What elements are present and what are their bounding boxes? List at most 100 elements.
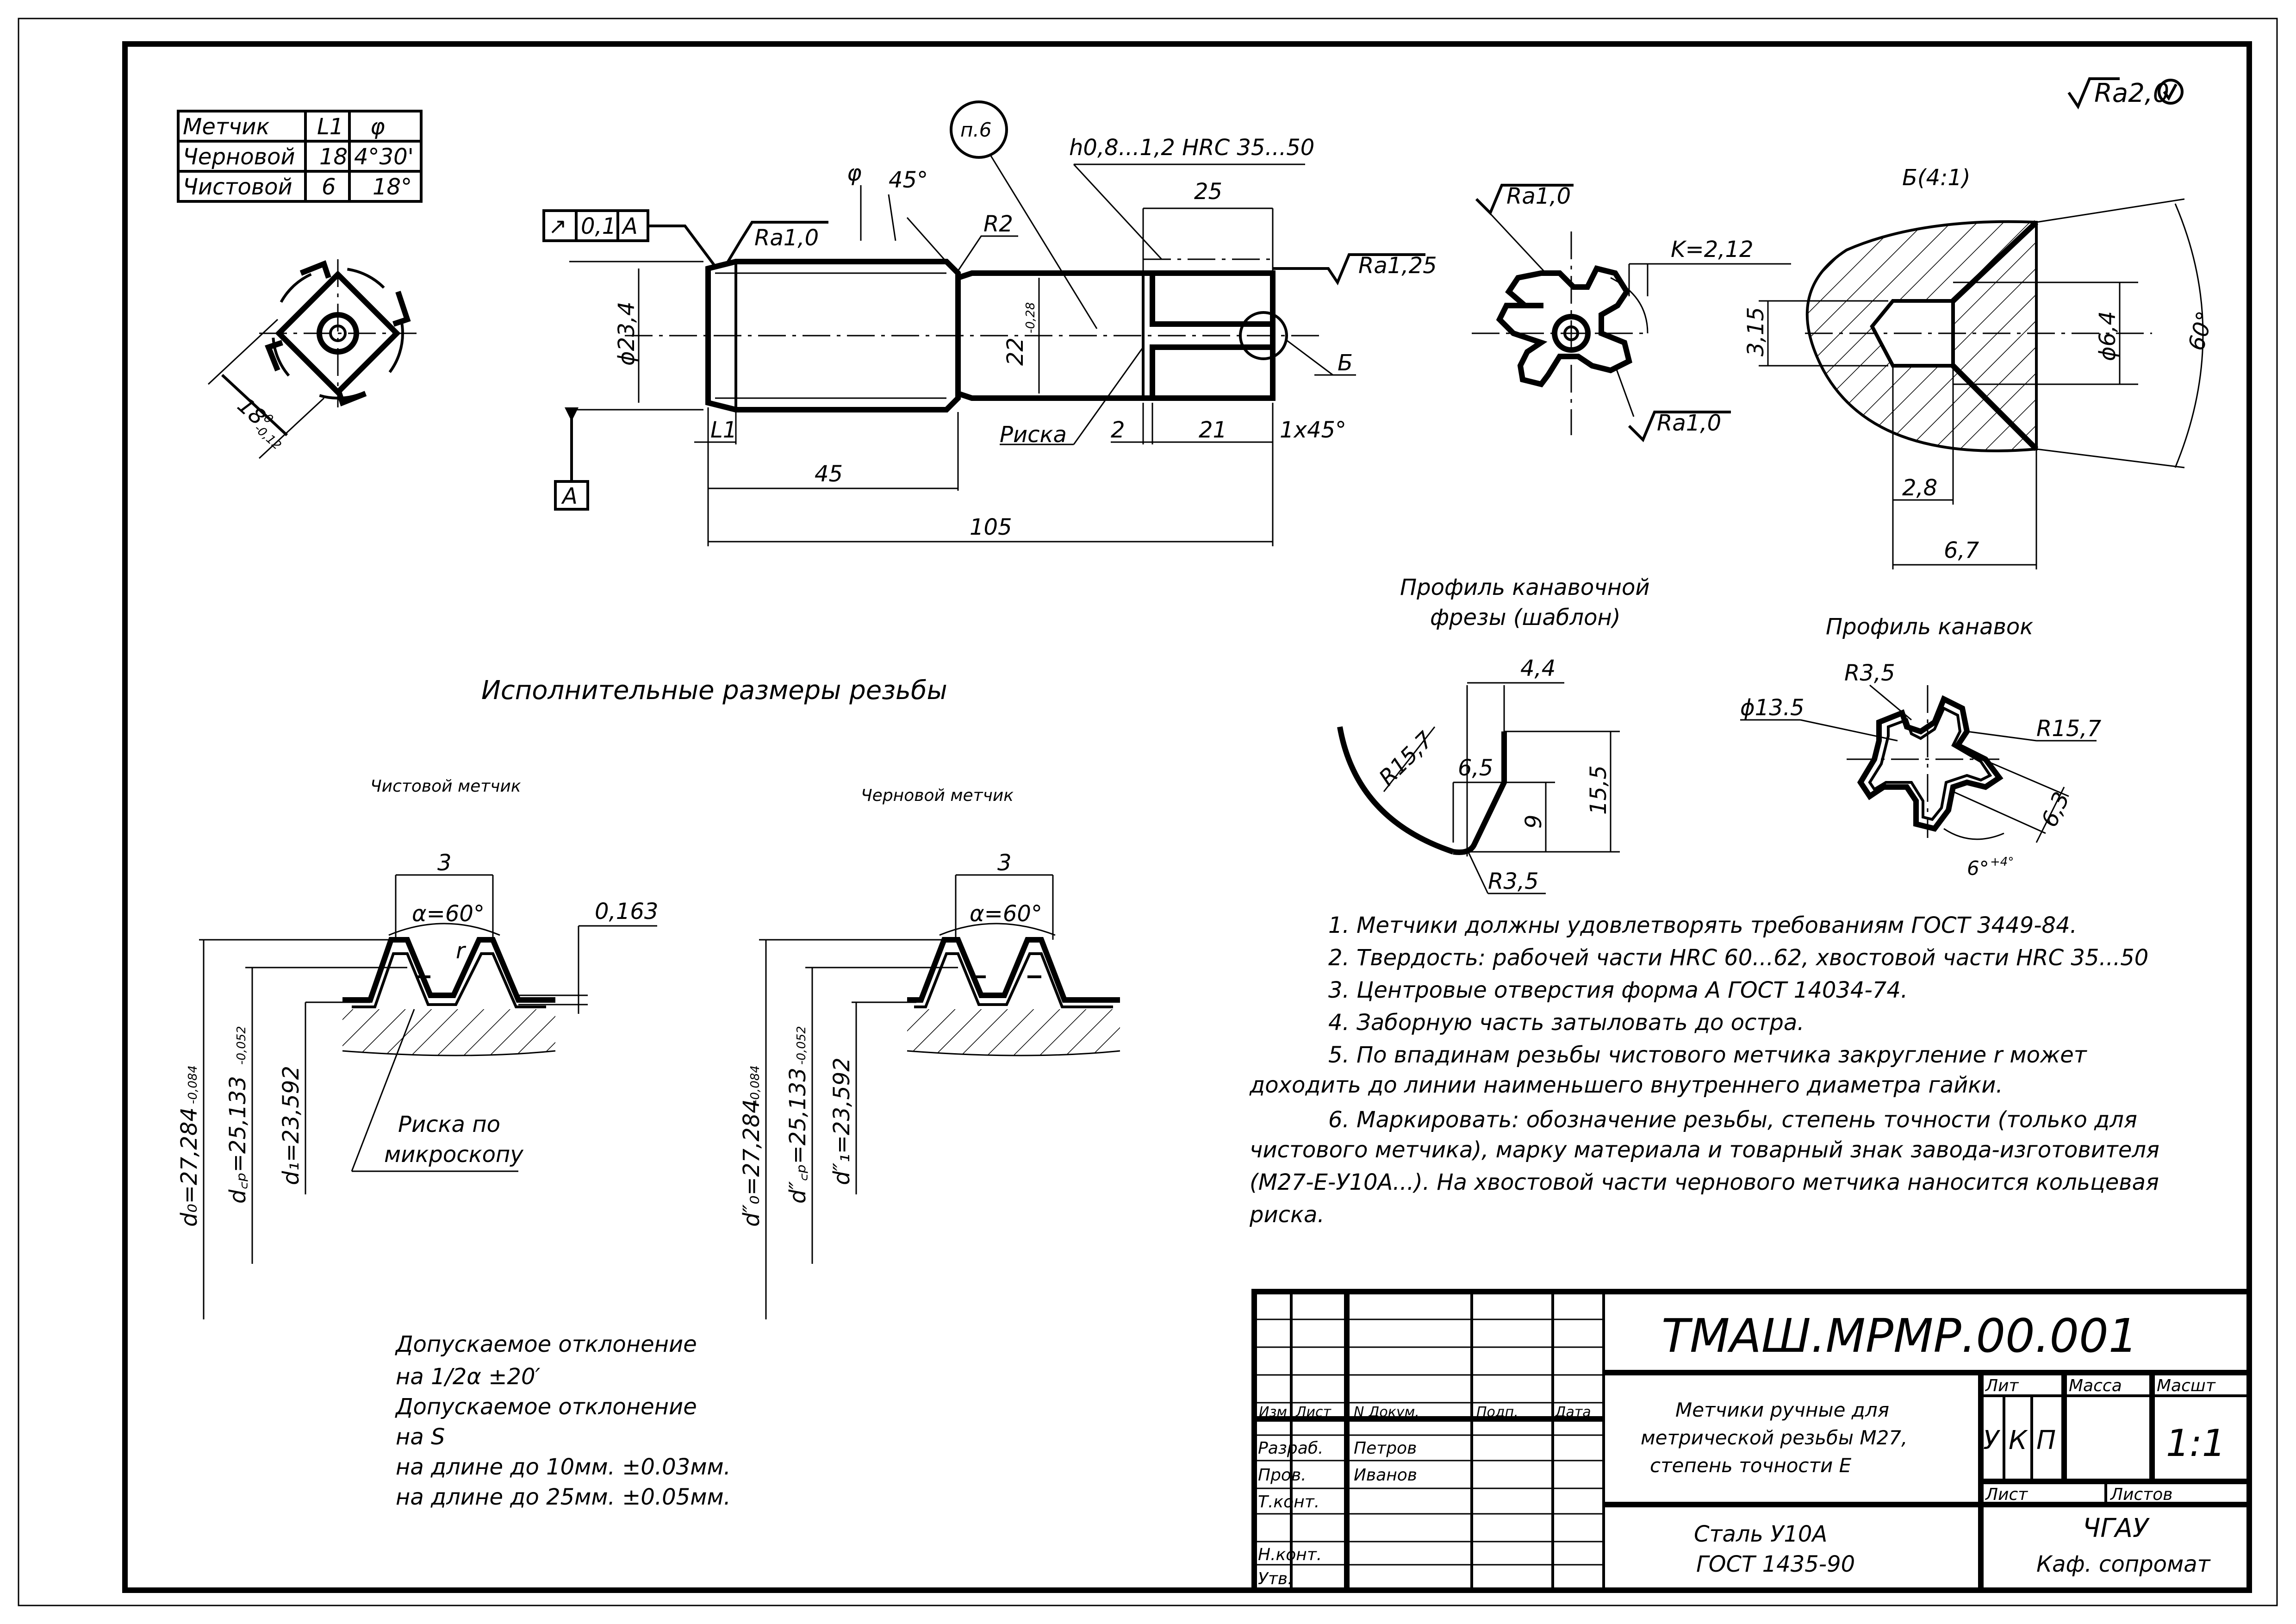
note-3: 3. Центровые отверстия форма А ГОСТ 1403… <box>1328 977 1908 1003</box>
title-block: Изм Лист N Докум. Подп. Дата Разраб. Про… <box>1251 1289 2252 1593</box>
hardness-note: h0,8...1,2 HRC 35...50 <box>1069 135 1314 161</box>
dim-3-15: 3,15 <box>1743 307 1769 356</box>
rough-tap-label: Черновой метчик <box>861 786 1014 805</box>
dim-phi: φ <box>847 160 862 186</box>
roughness-general-text: Ra2,0 <box>2094 78 2169 108</box>
tb-row-prov: Пров. <box>1258 1466 1307 1485</box>
tb-col-ndoc: N Докум. <box>1354 1404 1419 1420</box>
roughness-tail: Ra1,25 <box>1358 253 1437 279</box>
tb-row-razrab: Разраб. <box>1258 1439 1323 1458</box>
dim-6-7: 6,7 <box>1944 537 1979 563</box>
general-roughness: Ra2,0 <box>2067 77 2184 110</box>
tolerance-symbol: ↗ <box>548 213 567 239</box>
tech-notes: 1. Метчики должны удовлетворять требован… <box>1249 912 2159 1228</box>
dim-21: 21 <box>1199 417 1227 443</box>
table-cell-finish-name: Чистовой <box>183 174 292 200</box>
tb-name-razrab: Петров <box>1354 1439 1417 1458</box>
roughness-flute-top: Ra1,0 <box>1506 183 1571 209</box>
tb-row-tkont: Т.конт. <box>1258 1493 1319 1512</box>
dim-105: 105 <box>970 514 1012 540</box>
finish-alpha: α=60° <box>412 901 485 927</box>
dim-r2: R2 <box>983 211 1013 237</box>
tb-name-3: степень точности Е <box>1650 1454 1852 1477</box>
risk-microscope-2: микроскопу <box>384 1142 523 1168</box>
tolerance-line-3: Допускаемое отклонение <box>395 1394 697 1420</box>
tb-material-1: Сталь У10А <box>1694 1521 1827 1547</box>
rough-alpha: α=60° <box>970 901 1042 927</box>
dim-60deg: 60° <box>2183 308 2218 353</box>
finish-dcp-tol: -0,052 <box>235 1026 249 1065</box>
detail-b: Б(4:1) ϕ6,4 3,15 60° 2,8 6,7 <box>1743 165 2219 569</box>
tb-org-1: ЧГАУ <box>2083 1513 2150 1543</box>
dim-2: 2 <box>1111 417 1125 443</box>
note-6b: чистового метчика), марку материала и то… <box>1250 1137 2159 1163</box>
table-cell-rough-name: Черновой <box>183 144 295 170</box>
rough-d1: d″₁=23,592 <box>829 1057 855 1185</box>
risk-label: Риска <box>1000 422 1067 448</box>
table-cell-finish-phi: 18° <box>373 174 412 200</box>
tb-col-list: Лист <box>1295 1404 1332 1420</box>
table-cell-finish-l1: 6 <box>322 174 336 200</box>
dim-r3-5-groove: R3,5 <box>1844 660 1895 686</box>
dim-4-4: 4,4 <box>1520 656 1556 681</box>
tb-name-prov: Иванов <box>1354 1466 1417 1485</box>
tb-col-izm: Изм <box>1259 1404 1287 1420</box>
end-view: 18 0 -0,12 <box>207 259 417 459</box>
dim-r15-7-cutter: R15,7 <box>1374 726 1438 791</box>
finish-pitch: 3 <box>437 850 452 876</box>
note-2: 2. Твердость: рабочей части HRC 60...62,… <box>1328 945 2148 971</box>
tb-lit-header: Лит <box>1985 1376 2019 1395</box>
tolerance-line-5: на длине до 10мм. ±0.03мм. <box>396 1454 731 1480</box>
dim-d23-4: ϕ23,4 <box>614 301 640 366</box>
dim-d6-4: ϕ6,4 <box>2095 311 2121 361</box>
dim-6deg-tol: +4° <box>1990 855 2014 869</box>
thread-title: Исполнительные размеры резьбы <box>481 675 947 706</box>
table-header-phi: φ <box>370 114 385 140</box>
rough-d0: d″₀=27,284 <box>739 1099 765 1227</box>
tb-scale: 1:1 <box>2166 1422 2226 1465</box>
tb-code: ТМАШ.МРМР.00.001 <box>1661 1309 2138 1363</box>
roughness-flute-bottom: Ra1,0 <box>1657 410 1721 436</box>
finish-d1: d₁=23,592 <box>278 1066 304 1185</box>
groove-title: Профиль канавок <box>1826 614 2033 640</box>
finish-tap-label: Чистовой метчик <box>370 777 521 796</box>
tolerance-line-2: на 1/2α ±20′ <box>396 1364 541 1390</box>
tolerances: Допускаемое отклонение на 1/2α ±20′ Допу… <box>395 1331 731 1510</box>
dim-45: 45 <box>815 461 843 487</box>
tb-sheets: Листов <box>2109 1485 2172 1504</box>
tb-mass-header: Масса <box>2069 1376 2122 1395</box>
main-view: Б ↗ 0,1 A A ϕ23,4 Ra1,0 φ 45° R2 п.6 <box>542 100 1437 546</box>
rough-dcp-tol: -0,052 <box>795 1026 809 1065</box>
cutter-title-1: Профиль канавочной <box>1400 575 1650 600</box>
tolerance-value: 0,1 <box>581 213 616 239</box>
datum-a: A <box>561 483 578 509</box>
dim-6deg: 6° <box>1967 857 1989 880</box>
tb-scale-header: Масшт <box>2157 1376 2216 1395</box>
note-5b: доходить до линии наименьшего внутреннег… <box>1249 1072 2003 1098</box>
table-header-tap: Метчик <box>183 114 269 140</box>
dim-l1: L1 <box>710 417 737 443</box>
note-6d: риска. <box>1249 1202 1325 1228</box>
cutter-profile: Профиль канавочной фрезы (шаблон) 4,4 15… <box>1337 575 1650 894</box>
outer-border <box>18 18 2278 1606</box>
cutter-title-2: фрезы (шаблон) <box>1430 605 1621 631</box>
note-5: 5. По впадинам резьбы чистового метчика … <box>1328 1042 2088 1068</box>
tb-org-2: Каф. сопромат <box>2036 1551 2211 1577</box>
tb-col-podp: Подп. <box>1476 1404 1518 1420</box>
dim-r15-7-groove: R15,7 <box>2036 716 2102 742</box>
finish-r: r <box>456 938 467 964</box>
tolerance-line-6: на длине до 25мм. ±0.05мм. <box>396 1484 731 1510</box>
dim-d13-5: ϕ13.5 <box>1740 695 1804 721</box>
dim-6-3: 6,3 <box>2036 788 2075 831</box>
dim-2-8: 2,8 <box>1902 475 1937 501</box>
table-cell-rough-l1: 18 <box>319 144 348 170</box>
dim-6-5: 6,5 <box>1458 755 1493 781</box>
note-1: 1. Метчики должны удовлетворять требован… <box>1328 912 2077 938</box>
tolerance-datum: A <box>621 213 638 239</box>
note-6c: (М27-Е-У10А...). На хвостовой части черн… <box>1250 1169 2159 1195</box>
finish-d0-tol: -0,084 <box>186 1065 200 1104</box>
tb-lit-2: К <box>2009 1425 2028 1455</box>
risk-microscope-1: Риска по <box>398 1112 500 1137</box>
finish-dcp: d꜀ₚ=25,133 <box>225 1076 251 1204</box>
